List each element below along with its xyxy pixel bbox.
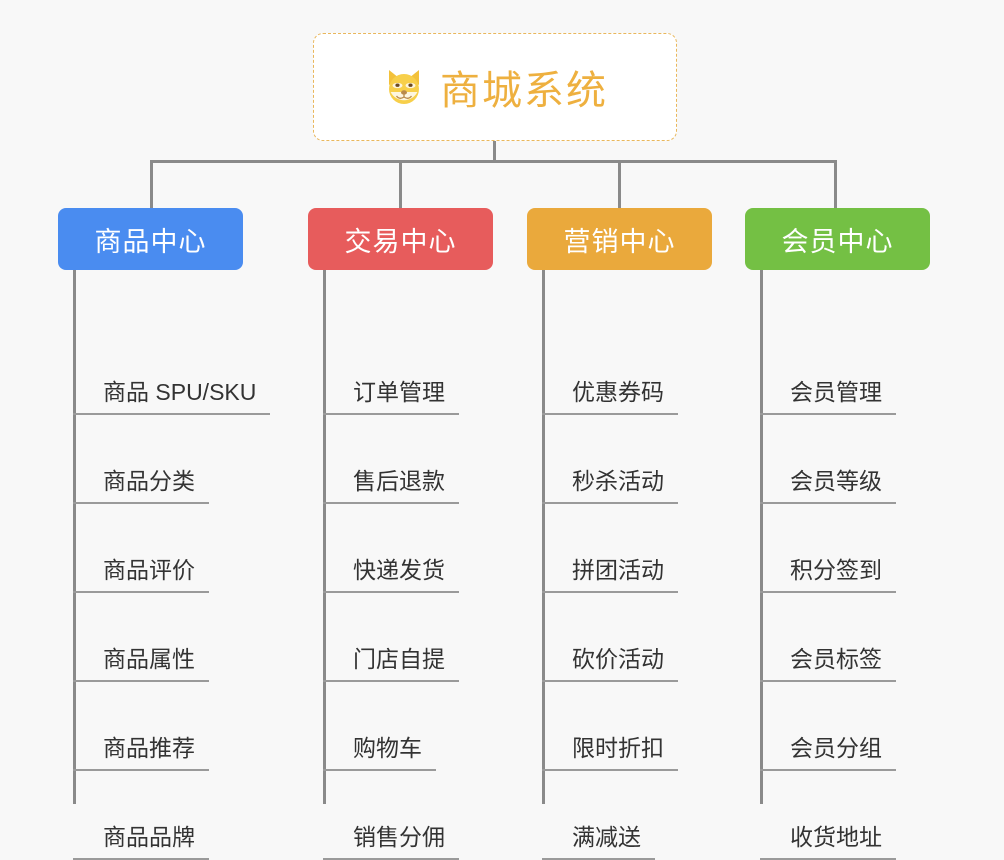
- list-item[interactable]: 砍价活动: [542, 593, 757, 682]
- category-header-2[interactable]: 交易中心: [308, 208, 493, 270]
- column-trunk-2: [323, 270, 326, 804]
- connector-drop-2: [399, 160, 402, 209]
- category-title-1: 商品中心: [94, 226, 207, 257]
- list-item[interactable]: 销售分佣: [323, 771, 538, 860]
- column-trunk-4: [760, 270, 763, 804]
- connector-drop-1: [150, 160, 153, 209]
- leaf-label: 会员分组: [760, 735, 896, 771]
- list-item[interactable]: 商品属性: [73, 593, 298, 682]
- leaf-label: 商品分类: [73, 468, 209, 504]
- list-item[interactable]: 订单管理: [323, 270, 538, 415]
- leaf-label: 快递发货: [323, 557, 459, 593]
- category-title-4: 会员中心: [781, 226, 894, 257]
- category-title-2: 交易中心: [344, 226, 457, 257]
- root-node[interactable]: 商城系统: [313, 33, 677, 141]
- list-item[interactable]: 积分签到: [760, 504, 975, 593]
- leaf-list-3: 优惠券码 秒杀活动 拼团活动 砍价活动 限时折扣 满减送: [542, 270, 757, 860]
- list-item[interactable]: 秒杀活动: [542, 415, 757, 504]
- mindmap-diagram: 商城系统 商品中心 商品 SPU/SKU 商品分类 商品评价 商品属性: [58, 33, 930, 860]
- category-column-会员中心: 会员中心 会员管理 会员等级 积分签到 会员标签 会员分组 收货地址: [745, 208, 975, 860]
- list-item[interactable]: 购物车: [323, 682, 538, 771]
- category-header-1[interactable]: 商品中心: [58, 208, 243, 270]
- list-item[interactable]: 会员等级: [760, 415, 975, 504]
- leaf-label: 订单管理: [323, 379, 459, 415]
- leaf-label: 商品品牌: [73, 824, 209, 860]
- leaf-label: 会员管理: [760, 379, 896, 415]
- list-item[interactable]: 商品评价: [73, 504, 298, 593]
- list-item[interactable]: 售后退款: [323, 415, 538, 504]
- list-item[interactable]: 拼团活动: [542, 504, 757, 593]
- leaf-label: 商品 SPU/SKU: [73, 379, 271, 415]
- leaf-label: 商品属性: [73, 646, 209, 682]
- category-header-4[interactable]: 会员中心: [745, 208, 930, 270]
- leaf-label: 售后退款: [323, 468, 459, 504]
- leaf-label: 秒杀活动: [542, 468, 678, 504]
- column-trunk-1: [73, 270, 76, 804]
- leaf-label: 砍价活动: [542, 646, 678, 682]
- root-title: 商城系统: [440, 69, 608, 113]
- category-title-3: 营销中心: [563, 226, 676, 257]
- leaf-label: 销售分佣: [323, 824, 459, 860]
- list-item[interactable]: 优惠券码: [542, 270, 757, 415]
- shiba-dog-face-icon: [382, 65, 426, 109]
- list-item[interactable]: 商品推荐: [73, 682, 298, 771]
- list-item[interactable]: 快递发货: [323, 504, 538, 593]
- connector-root-stem: [493, 141, 496, 163]
- leaf-label: 积分签到: [760, 557, 896, 593]
- list-item[interactable]: 会员标签: [760, 593, 975, 682]
- leaf-list-4: 会员管理 会员等级 积分签到 会员标签 会员分组 收货地址: [760, 270, 975, 860]
- list-item[interactable]: 收货地址: [760, 771, 975, 860]
- list-item[interactable]: 商品品牌: [73, 771, 298, 860]
- list-item[interactable]: 会员分组: [760, 682, 975, 771]
- leaf-label: 限时折扣: [542, 735, 678, 771]
- list-item[interactable]: 商品 SPU/SKU: [73, 270, 298, 415]
- list-item[interactable]: 会员管理: [760, 270, 975, 415]
- leaf-label: 门店自提: [323, 646, 459, 682]
- leaf-label: 商品评价: [73, 557, 209, 593]
- leaf-label: 优惠券码: [542, 379, 678, 415]
- leaf-list-1: 商品 SPU/SKU 商品分类 商品评价 商品属性 商品推荐 商品品牌: [73, 270, 298, 860]
- list-item[interactable]: 门店自提: [323, 593, 538, 682]
- leaf-label: 收货地址: [760, 824, 896, 860]
- category-column-营销中心: 营销中心 优惠券码 秒杀活动 拼团活动 砍价活动 限时折扣 满减送: [527, 208, 757, 860]
- leaf-label: 商品推荐: [73, 735, 209, 771]
- leaf-label: 购物车: [323, 735, 436, 771]
- column-trunk-3: [542, 270, 545, 804]
- list-item[interactable]: 满减送: [542, 771, 757, 860]
- list-item[interactable]: 限时折扣: [542, 682, 757, 771]
- list-item[interactable]: 商品分类: [73, 415, 298, 504]
- leaf-label: 会员标签: [760, 646, 896, 682]
- leaf-list-2: 订单管理 售后退款 快递发货 门店自提 购物车 销售分佣: [323, 270, 538, 860]
- connector-horizontal-bus: [150, 160, 837, 163]
- category-column-交易中心: 交易中心 订单管理 售后退款 快递发货 门店自提 购物车 销售分佣: [308, 208, 538, 860]
- leaf-label: 满减送: [542, 824, 655, 860]
- leaf-label: 会员等级: [760, 468, 896, 504]
- category-header-3[interactable]: 营销中心: [527, 208, 712, 270]
- connector-drop-3: [618, 160, 621, 209]
- category-column-商品中心: 商品中心 商品 SPU/SKU 商品分类 商品评价 商品属性 商品推荐 商品品牌: [58, 208, 298, 860]
- leaf-label: 拼团活动: [542, 557, 678, 593]
- connector-drop-4: [834, 160, 837, 209]
